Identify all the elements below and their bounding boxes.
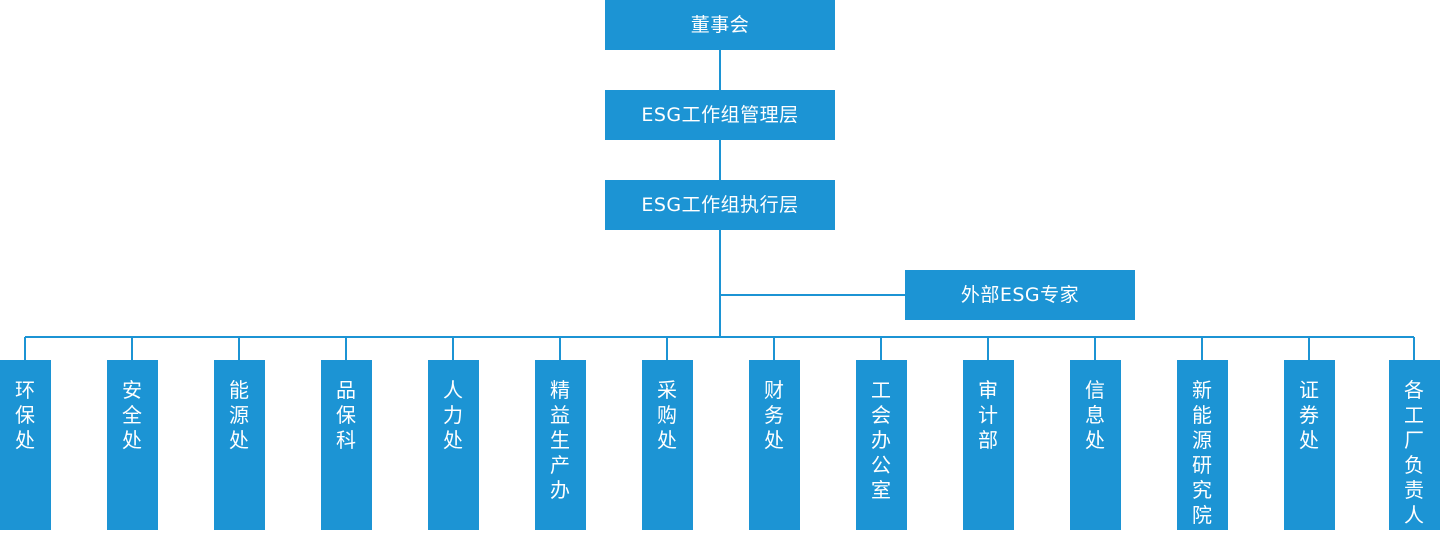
department-label-char: 能 [229, 378, 249, 402]
department-label-char: 负 [1404, 453, 1424, 477]
department-label-char: 精 [550, 378, 570, 402]
department-node-9[interactable]: 工会办公室 [855, 360, 907, 530]
department-label-char: 会 [871, 403, 891, 427]
department-node-2[interactable]: 安全处 [106, 360, 158, 530]
node-management-label: ESG工作组管理层 [641, 103, 799, 126]
department-node-label: 信息处 [1085, 378, 1105, 453]
department-label-char: 审 [978, 378, 998, 402]
department-node-label: 证券处 [1299, 378, 1319, 453]
department-label-char: 处 [1299, 428, 1319, 452]
department-label-char: 工 [871, 378, 891, 402]
department-label-char: 处 [657, 428, 677, 452]
department-label-char: 计 [978, 403, 998, 427]
node-esg-execution-layer[interactable]: ESG工作组执行层 [605, 180, 835, 230]
department-label-char: 究 [1192, 478, 1212, 502]
department-node-5[interactable]: 人力处 [427, 360, 479, 530]
node-board-label: 董事会 [690, 13, 750, 36]
department-label-char: 益 [550, 403, 570, 427]
department-label-char: 能 [1192, 403, 1212, 427]
department-label-char: 责 [1404, 478, 1424, 502]
department-node-label: 品保科 [336, 378, 356, 453]
department-label-char: 券 [1299, 403, 1319, 427]
department-label-char: 各 [1404, 378, 1424, 402]
department-node-8[interactable]: 财务处 [748, 360, 800, 530]
department-node-13[interactable]: 证券处 [1283, 360, 1335, 530]
node-advisor-label: 外部ESG专家 [960, 283, 1080, 306]
department-node-label: 环保处 [15, 378, 35, 453]
department-label-char: 处 [122, 428, 142, 452]
department-node-label: 各工厂负责人 [1404, 378, 1424, 528]
department-label-char: 采 [657, 378, 677, 402]
department-label-char: 室 [871, 478, 891, 502]
department-label-char: 办 [550, 478, 570, 502]
node-execution-label: ESG工作组执行层 [641, 193, 799, 216]
department-label-char: 务 [764, 403, 784, 427]
node-external-esg-advisor[interactable]: 外部ESG专家 [905, 270, 1135, 320]
department-label-char: 新 [1192, 378, 1212, 402]
department-label-char: 工 [1404, 403, 1424, 427]
department-label-char: 部 [978, 428, 998, 452]
department-label-char: 息 [1085, 403, 1105, 427]
department-label-char: 信 [1085, 378, 1105, 402]
department-label-char: 环 [15, 378, 35, 402]
department-label-char: 购 [657, 403, 677, 427]
department-label-char: 公 [871, 453, 891, 477]
department-node-label: 审计部 [978, 378, 998, 453]
department-node-label: 能源处 [229, 378, 249, 453]
department-label-char: 安 [122, 378, 142, 402]
department-node-label: 精益生产办 [550, 378, 570, 503]
department-node-label: 财务处 [764, 378, 784, 453]
department-node-3[interactable]: 能源处 [213, 360, 265, 530]
department-label-char: 处 [443, 428, 463, 452]
department-node-4[interactable]: 品保科 [320, 360, 372, 530]
department-label-char: 科 [336, 428, 356, 452]
department-node-label: 人力处 [443, 378, 463, 453]
department-label-char: 证 [1299, 378, 1319, 402]
department-label-char: 财 [764, 378, 784, 402]
department-node-12[interactable]: 新能源研究院 [1176, 360, 1228, 530]
department-label-char: 保 [336, 403, 356, 427]
department-label-char: 产 [550, 453, 570, 477]
department-node-14[interactable]: 各工厂负责人 [1388, 360, 1440, 530]
department-node-7[interactable]: 采购处 [641, 360, 693, 530]
department-node-11[interactable]: 信息处 [1069, 360, 1121, 530]
department-label-char: 人 [443, 378, 463, 402]
department-label-char: 处 [229, 428, 249, 452]
department-label-char: 厂 [1404, 428, 1424, 452]
department-label-char: 处 [764, 428, 784, 452]
department-node-label: 工会办公室 [871, 378, 891, 503]
department-label-char: 人 [1404, 503, 1424, 527]
department-node-10[interactable]: 审计部 [962, 360, 1014, 530]
department-node-label: 安全处 [122, 378, 142, 453]
department-label-char: 力 [443, 403, 463, 427]
department-node-6[interactable]: 精益生产办 [534, 360, 586, 530]
department-node-1[interactable]: 环保处 [0, 360, 51, 530]
department-label-char: 处 [1085, 428, 1105, 452]
department-label-char: 办 [871, 428, 891, 452]
department-label-char: 生 [550, 428, 570, 452]
department-label-char: 处 [15, 428, 35, 452]
department-node-label: 采购处 [657, 378, 677, 453]
department-label-char: 源 [229, 403, 249, 427]
department-label-char: 全 [122, 403, 142, 427]
department-label-char: 院 [1192, 503, 1212, 527]
department-label-char: 源 [1192, 428, 1212, 452]
department-label-char: 研 [1192, 453, 1212, 477]
department-label-char: 保 [15, 403, 35, 427]
department-label-char: 品 [336, 378, 356, 402]
department-node-label: 新能源研究院 [1192, 378, 1212, 528]
node-esg-management-layer[interactable]: ESG工作组管理层 [605, 90, 835, 140]
node-board-of-directors[interactable]: 董事会 [605, 0, 835, 50]
